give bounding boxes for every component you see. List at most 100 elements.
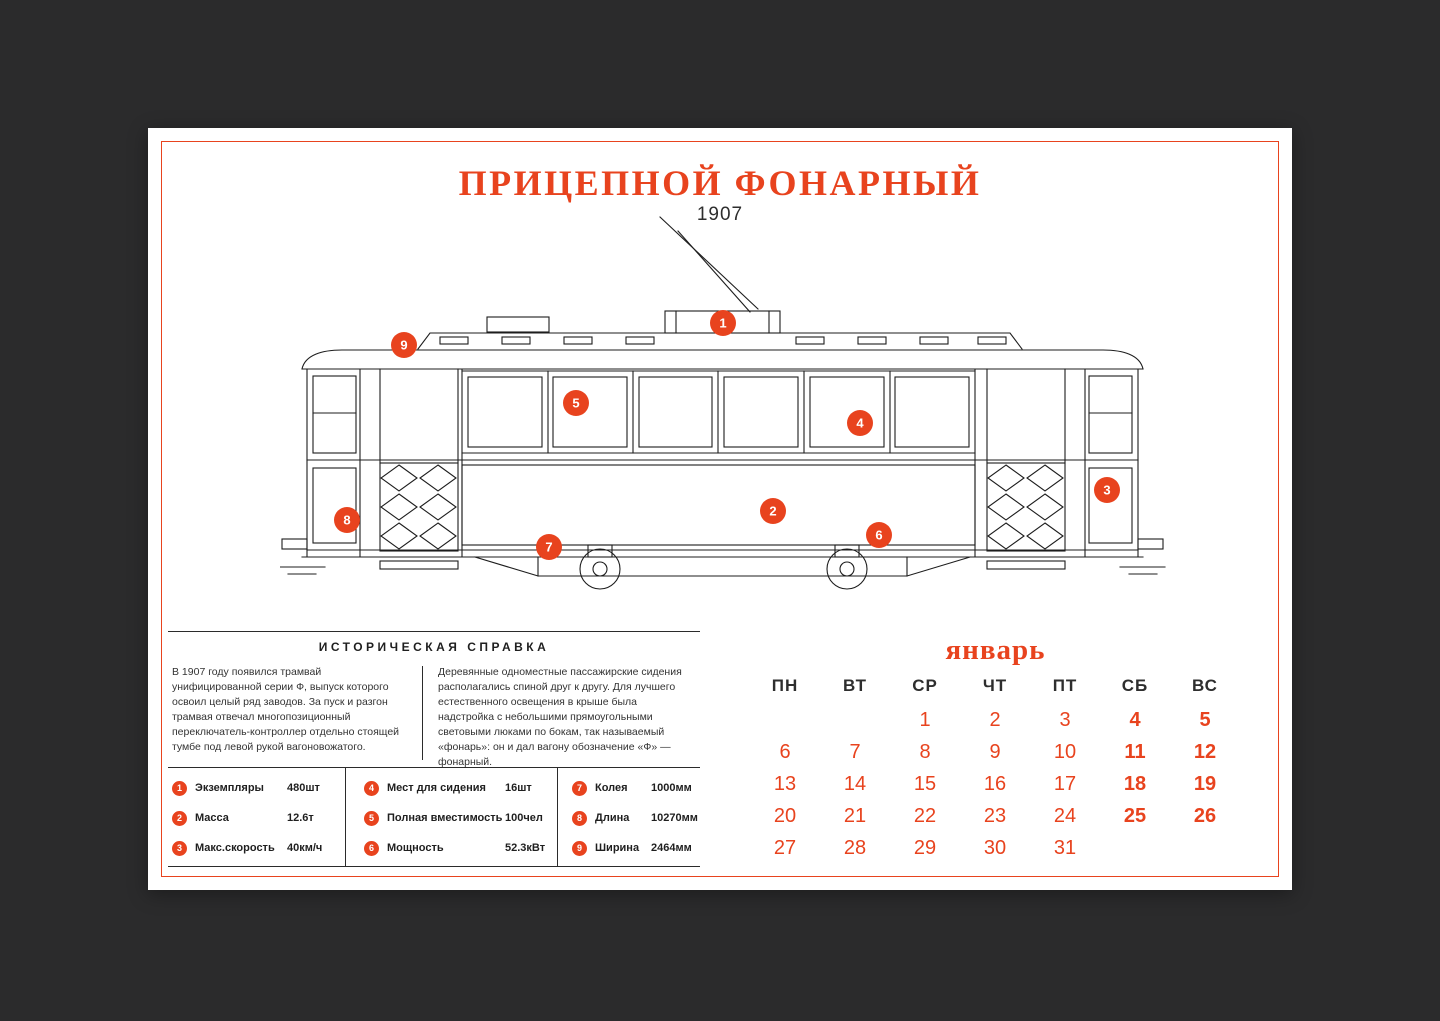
calendar-day: 13 xyxy=(773,772,797,795)
calendar-day: 11 xyxy=(1124,740,1146,763)
diagram-marker-number: 1 xyxy=(719,316,726,331)
calendar-empty-cell xyxy=(1170,832,1240,864)
poster-year: 1907 xyxy=(696,204,744,225)
calendar-day: 28 xyxy=(843,836,867,859)
calendar-day: 9 xyxy=(989,740,1001,763)
calendar-day: 27 xyxy=(773,836,797,859)
history-title: ИСТОРИЧЕСКАЯ СПРАВКА xyxy=(318,640,550,654)
calendar-empty-cell xyxy=(1100,832,1170,864)
calendar-day: 19 xyxy=(1193,772,1217,795)
spec-label: Масса xyxy=(195,812,229,824)
spec-number-badge: 9 xyxy=(572,840,587,856)
spec-label: Мест для сидения xyxy=(387,782,486,794)
spec-label: Ширина xyxy=(595,842,640,854)
diagram-marker-number: 9 xyxy=(400,338,407,353)
spec-number-badge: 8 xyxy=(572,810,587,826)
spec-label: Колея xyxy=(595,782,628,794)
calendar-day: 12 xyxy=(1193,740,1217,763)
calendar-day: 2 xyxy=(989,708,1001,731)
left-gate-lattice xyxy=(379,462,459,552)
calendar-day: 17 xyxy=(1053,772,1077,795)
saloon-windows xyxy=(461,368,976,558)
diagram-marker-number: 3 xyxy=(1103,483,1110,498)
calendar-day: 24 xyxy=(1053,804,1077,827)
calendar-day: 4 xyxy=(1129,708,1141,731)
buffers xyxy=(280,538,1166,575)
poster-title: ПРИЦЕПНОЙ ФОНАРНЫЙ xyxy=(458,163,982,203)
poster-card: ПРИЦЕПНОЙ ФОНАРНЫЙ 1907 xyxy=(148,128,1292,890)
calendar-weekday-header: ПН xyxy=(771,676,799,695)
diagram-marker-circle xyxy=(847,410,873,436)
calendar-weekday-header: ВС xyxy=(1192,676,1218,695)
spec-label: Полная вместимость xyxy=(387,812,503,824)
spec-label: Экземпляры xyxy=(195,782,264,794)
spec-label: Мощность xyxy=(387,842,444,854)
diagram-marker-number: 2 xyxy=(769,504,776,519)
calendar-day: 31 xyxy=(1053,836,1077,859)
calendar-day: 3 xyxy=(1059,708,1071,731)
spec-item: 2 Масса 12.6т xyxy=(172,803,345,833)
lower-side-panel xyxy=(461,464,976,546)
diagram-marker-number: 7 xyxy=(545,540,552,555)
calendar-day: 1 xyxy=(919,708,931,731)
roof-vent-box xyxy=(486,316,550,333)
spec-number-badge: 2 xyxy=(172,810,187,826)
diagram-marker-number: 4 xyxy=(856,416,864,431)
roof xyxy=(301,349,1144,370)
history-top-rule xyxy=(168,631,700,632)
diagram-marker-circle xyxy=(760,498,786,524)
calendar-day: 25 xyxy=(1123,804,1147,827)
spec-value: 1000мм xyxy=(651,782,692,794)
history-paragraph-right: Деревянные одноместные пассажирские сиде… xyxy=(438,666,682,768)
calendar-weekday-header: СР xyxy=(912,676,938,695)
calendar-weekday-header: ВТ xyxy=(842,676,867,695)
spec-value: 12.6т xyxy=(287,812,314,824)
calendar-day: 22 xyxy=(913,804,937,827)
left-end-section xyxy=(312,368,459,558)
spec-number-badge: 4 xyxy=(364,780,379,796)
spec-value: 2464мм xyxy=(651,842,692,854)
calendar-day: 21 xyxy=(843,804,867,827)
history-text: В 1907 году появился трамвай унифицирова… xyxy=(172,665,700,770)
calendar-day: 23 xyxy=(983,804,1007,827)
calendar-day: 16 xyxy=(983,772,1007,795)
wheels xyxy=(579,544,868,590)
spec-number-badge: 5 xyxy=(364,810,379,826)
diagram-marker-number: 8 xyxy=(343,513,350,528)
spec-number-badge: 3 xyxy=(172,840,187,856)
body-shell xyxy=(301,368,1144,558)
diagram-marker-circle xyxy=(334,507,360,533)
calendar-day: 14 xyxy=(843,772,867,795)
right-end-section xyxy=(986,368,1133,558)
calendar-empty-cell xyxy=(750,704,820,736)
diagram-marker-circle xyxy=(710,310,736,336)
calendar-day: 18 xyxy=(1123,772,1147,795)
diagram-marker-circle xyxy=(391,332,417,358)
calendar-empty-cell xyxy=(820,704,890,736)
calendar-day: 5 xyxy=(1199,708,1211,731)
spec-item: 7 Колея 1000мм xyxy=(572,773,700,803)
calendar-day: 6 xyxy=(779,740,791,763)
spec-value: 100чел xyxy=(505,812,543,824)
diagram-marker-circle xyxy=(866,522,892,548)
diagram-marker-circle xyxy=(1094,477,1120,503)
spec-value: 16шт xyxy=(505,782,532,794)
calendar-day: 7 xyxy=(849,740,861,763)
spec-number-badge: 7 xyxy=(572,780,587,796)
spec-value: 10270мм xyxy=(651,812,698,824)
spec-item: 4 Мест для сидения 16шт xyxy=(364,773,557,803)
history-column-divider xyxy=(422,666,423,760)
history-paragraph-left: В 1907 году появился трамвай унифицирова… xyxy=(172,666,400,753)
calendar-day: 26 xyxy=(1193,804,1217,827)
diagram-marker-number: 5 xyxy=(572,396,579,411)
spec-value: 52.3кВт xyxy=(505,842,546,854)
calendar-day: 30 xyxy=(983,836,1007,859)
spec-label: Макс.скорость xyxy=(195,842,275,854)
